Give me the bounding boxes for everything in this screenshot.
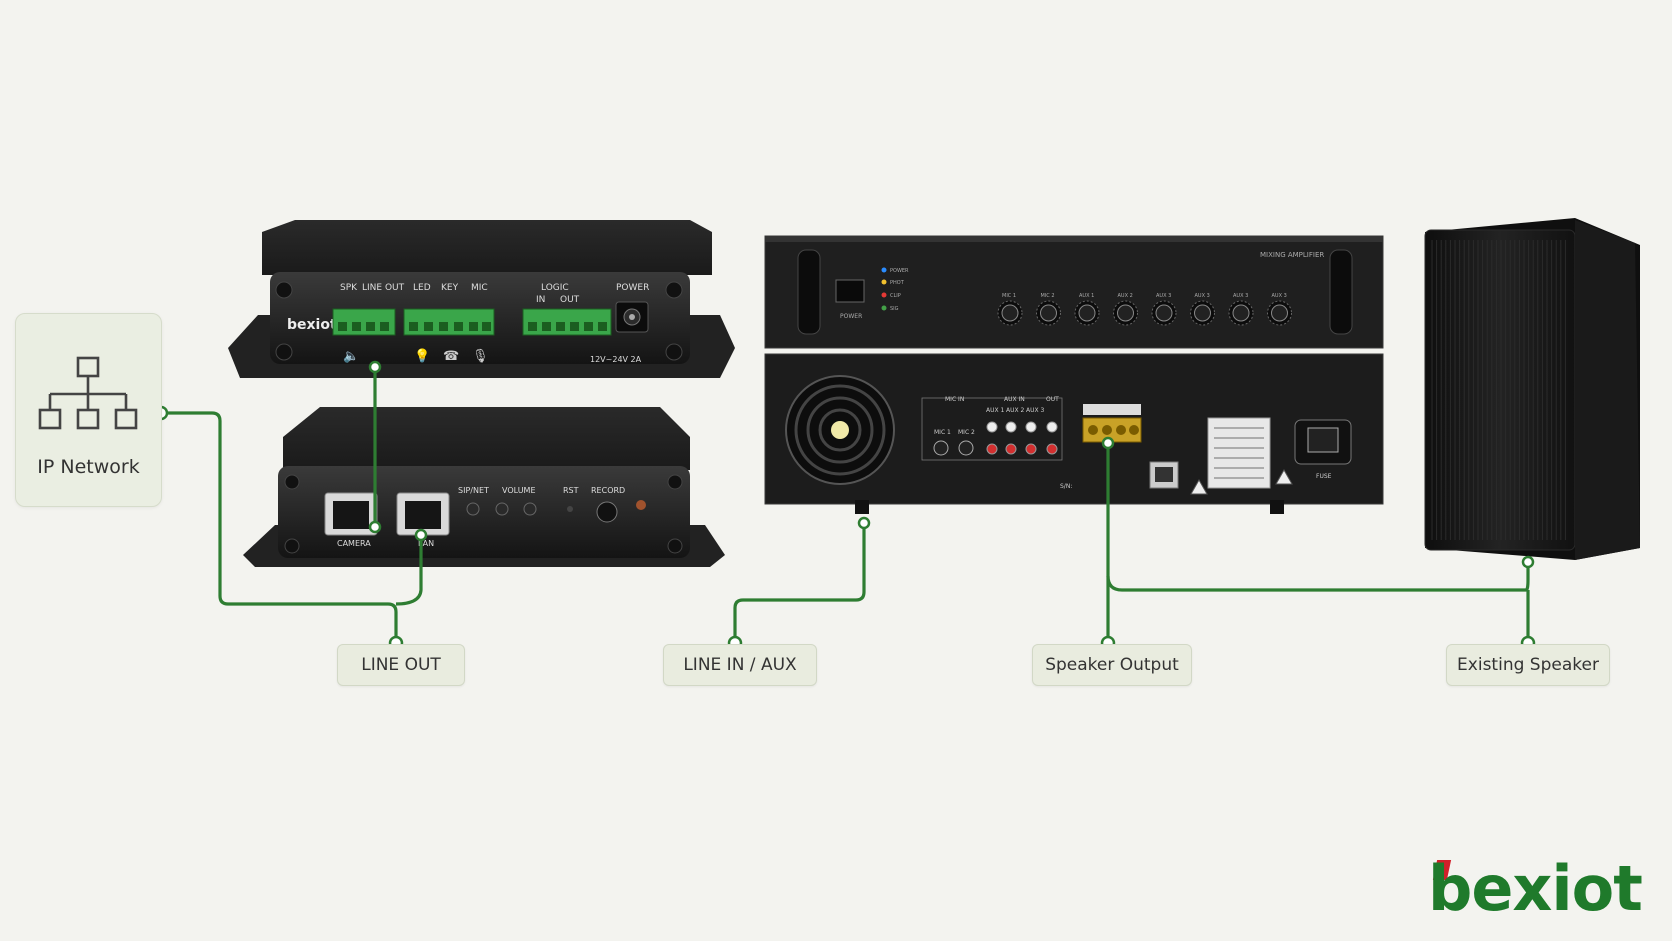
volume-up-button: [523, 502, 537, 516]
clip-led: [881, 292, 887, 298]
svg-text:AUX 1: AUX 1: [986, 407, 1005, 414]
existing-speaker-device: [1424, 218, 1640, 560]
gateway-front-panel: CAMERA LAN SIP/NET VOLUME RST RECORD: [243, 407, 725, 567]
amp-knob: AUX 3: [1228, 293, 1254, 326]
label-spk: SPK: [340, 283, 358, 293]
amp-knob: AUX 3: [1267, 293, 1292, 326]
serial-label: S/N:: [1060, 483, 1072, 490]
sip-net-led: [466, 502, 480, 516]
amp-knob: MIC 1: [997, 293, 1023, 326]
label-mic: MIC: [471, 283, 488, 293]
wire-line-in-aux: [733, 523, 866, 643]
amplifier-rear: MIC IN AUX IN OUT MIC 1 MIC 2 AUX 1 AUX …: [764, 353, 1384, 514]
rear-group-mic-in: MIC IN: [945, 396, 964, 403]
power-switch: [835, 279, 865, 303]
connection-wires: [161, 367, 1530, 643]
amplifier-knobs: MIC 1 MIC 2 AUX 1 AUX 2 AUX 3 AUX 3 AUX 3 AUX 3: [997, 293, 1292, 326]
gateway-rear-panel: bexiot SPK LINE OUT LED KEY MIC LOGIC PO…: [228, 220, 735, 378]
gateway-panel-icons: 🔈 💡 ☎ 🎙: [343, 348, 489, 364]
phot-led: [881, 279, 887, 285]
wire-speaker-link: [1106, 562, 1530, 592]
amp-knob-label: MIC 1: [1002, 293, 1016, 299]
terminal-led-key-mic: [403, 308, 495, 336]
label-logic: LOGIC: [541, 283, 569, 293]
svg-text:CLIP: CLIP: [890, 293, 901, 299]
power-switch-label: POWER: [840, 313, 862, 320]
label-record: RECORD: [591, 486, 625, 495]
speaker-grille: [1431, 240, 1566, 540]
amp-knob-label: AUX 3: [1195, 293, 1210, 299]
speaker-icon: 🔈: [343, 349, 359, 364]
phone-icon: ☎: [443, 349, 459, 364]
lan-port-label: LAN: [418, 539, 434, 548]
amp-knob-label: MIC 2: [1041, 293, 1055, 299]
amplifier-front: MIXING AMPLIFIER POWER POWER PHOT CLIP S…: [764, 235, 1384, 349]
rca-jacks: [986, 421, 1058, 455]
label-line-out: LINE OUT: [362, 283, 405, 293]
amp-knob-label: AUX 3: [1272, 293, 1287, 299]
sig-led: [881, 305, 887, 311]
ip-network-card: IP Network: [15, 313, 162, 507]
indicator-leds: POWER PHOT CLIP SIG: [881, 267, 909, 312]
svg-text:POWER: POWER: [890, 268, 909, 274]
ip-network-label: IP Network: [37, 456, 140, 478]
amp-knob: AUX 1: [1074, 293, 1100, 326]
rear-group-aux-in: AUX IN: [1004, 396, 1025, 403]
spec-label: [1207, 417, 1271, 489]
gateway-top-labels: SPK LINE OUT LED KEY MIC LOGIC POWER IN …: [340, 283, 649, 364]
amp-knob: AUX 3: [1151, 293, 1177, 326]
amp-knob: AUX 2: [1113, 293, 1138, 326]
network-topology-icon: [38, 356, 138, 430]
amp-knob-label: AUX 1: [1079, 293, 1094, 299]
svg-text:MIC 2: MIC 2: [958, 429, 975, 436]
line-out-label: LINE OUT: [337, 644, 465, 686]
mic-icon: 🎙: [472, 348, 489, 364]
label-power-rating: 12V~24V 2A: [590, 355, 642, 364]
label-logic-out: OUT: [560, 295, 580, 305]
amplifier-title: MIXING AMPLIFIER: [1260, 251, 1324, 259]
svg-text:AUX 2: AUX 2: [1006, 407, 1025, 414]
line-in-aux-label: LINE IN / AUX: [663, 644, 817, 686]
bulb-icon: 💡: [414, 348, 430, 364]
volume-down-button: [495, 502, 509, 516]
label-logic-in: IN: [536, 295, 545, 305]
amp-knob: AUX 3: [1190, 293, 1215, 326]
label-rst: RST: [563, 486, 579, 495]
amp-knob-label: AUX 3: [1233, 293, 1248, 299]
terminal-logic: [522, 308, 612, 336]
label-volume: VOLUME: [502, 486, 536, 495]
bexiot-logo: bexiot: [1428, 852, 1643, 925]
label-led: LED: [413, 283, 431, 293]
existing-speaker-label: Existing Speaker: [1446, 644, 1610, 686]
wire-ip-to-lan: [161, 411, 398, 643]
power-led: [881, 267, 887, 273]
amp-knob: MIC 2: [1036, 293, 1061, 326]
speaker-output-label: Speaker Output: [1032, 644, 1192, 686]
reset-button: [567, 506, 573, 512]
svg-text:PHOT: PHOT: [890, 280, 905, 286]
label-sip-net: SIP/NET: [458, 486, 489, 495]
wire-lan-riser: [395, 535, 423, 606]
camera-port-label: CAMERA: [337, 539, 371, 548]
record-jack: [596, 501, 618, 523]
gateway-brand: bexiot: [287, 317, 337, 333]
svg-text:MIC 1: MIC 1: [934, 429, 951, 436]
amp-knob-label: AUX 2: [1118, 293, 1133, 299]
fuse-label: FUSE: [1316, 473, 1332, 480]
label-power: POWER: [616, 283, 649, 293]
amp-knob-label: AUX 3: [1156, 293, 1171, 299]
svg-text:SIG: SIG: [890, 306, 899, 312]
label-key: KEY: [441, 283, 459, 293]
svg-text:AUX 3: AUX 3: [1026, 407, 1045, 414]
rear-group-out: OUT: [1046, 396, 1059, 403]
